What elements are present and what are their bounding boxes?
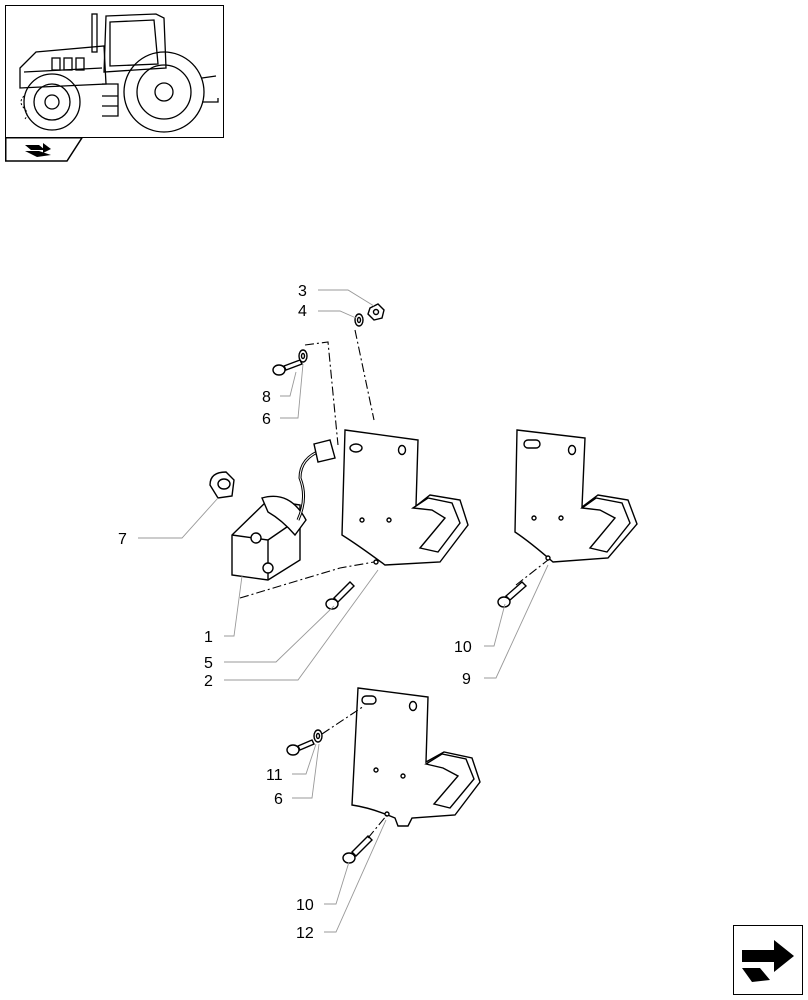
- cable-clip: [209, 471, 235, 499]
- nut-3: [367, 303, 385, 321]
- leader-lines: [138, 289, 549, 933]
- washer-6-lower: [313, 729, 323, 743]
- callout-6: 6: [274, 791, 283, 808]
- callout-7: 7: [118, 531, 127, 548]
- screw-10-bottom: [342, 835, 373, 864]
- tractor-thumbnail-icon: [19, 13, 219, 133]
- bracket-plate-bottom: [351, 687, 481, 827]
- callout-12: 12: [296, 925, 314, 942]
- callout-6: 6: [262, 411, 271, 428]
- callout-10: 10: [296, 897, 314, 914]
- next-page-button[interactable]: [733, 925, 803, 995]
- washer-4: [354, 313, 364, 327]
- callout-2: 2: [204, 673, 213, 690]
- next-page-arrow-icon: [742, 940, 794, 982]
- sensor-unit: [231, 439, 336, 581]
- bracket-plate-right: [514, 429, 638, 563]
- callout-10: 10: [454, 639, 472, 656]
- callout-labels: 3 4 8 6 7 1 5 2 10 9 11 6 10 12: [118, 283, 472, 942]
- assembly-lines: [239, 329, 549, 839]
- screw-10-right: [497, 581, 528, 608]
- section-tab: [5, 137, 83, 162]
- callout-9: 9: [462, 671, 471, 688]
- screw-11: [286, 739, 315, 756]
- screw-8: [272, 359, 303, 376]
- book-arrow-icon: [25, 143, 51, 157]
- callout-3: 3: [298, 283, 307, 300]
- washer-6-upper: [298, 349, 308, 363]
- tractor-thumbnail: [5, 5, 224, 138]
- screw-5: [325, 581, 355, 610]
- bracket-plate-main: [341, 429, 469, 566]
- callout-11: 11: [266, 767, 283, 784]
- callout-5: 5: [204, 655, 213, 672]
- callout-8: 8: [262, 389, 271, 406]
- callout-4: 4: [298, 303, 307, 320]
- callout-1: 1: [204, 629, 213, 646]
